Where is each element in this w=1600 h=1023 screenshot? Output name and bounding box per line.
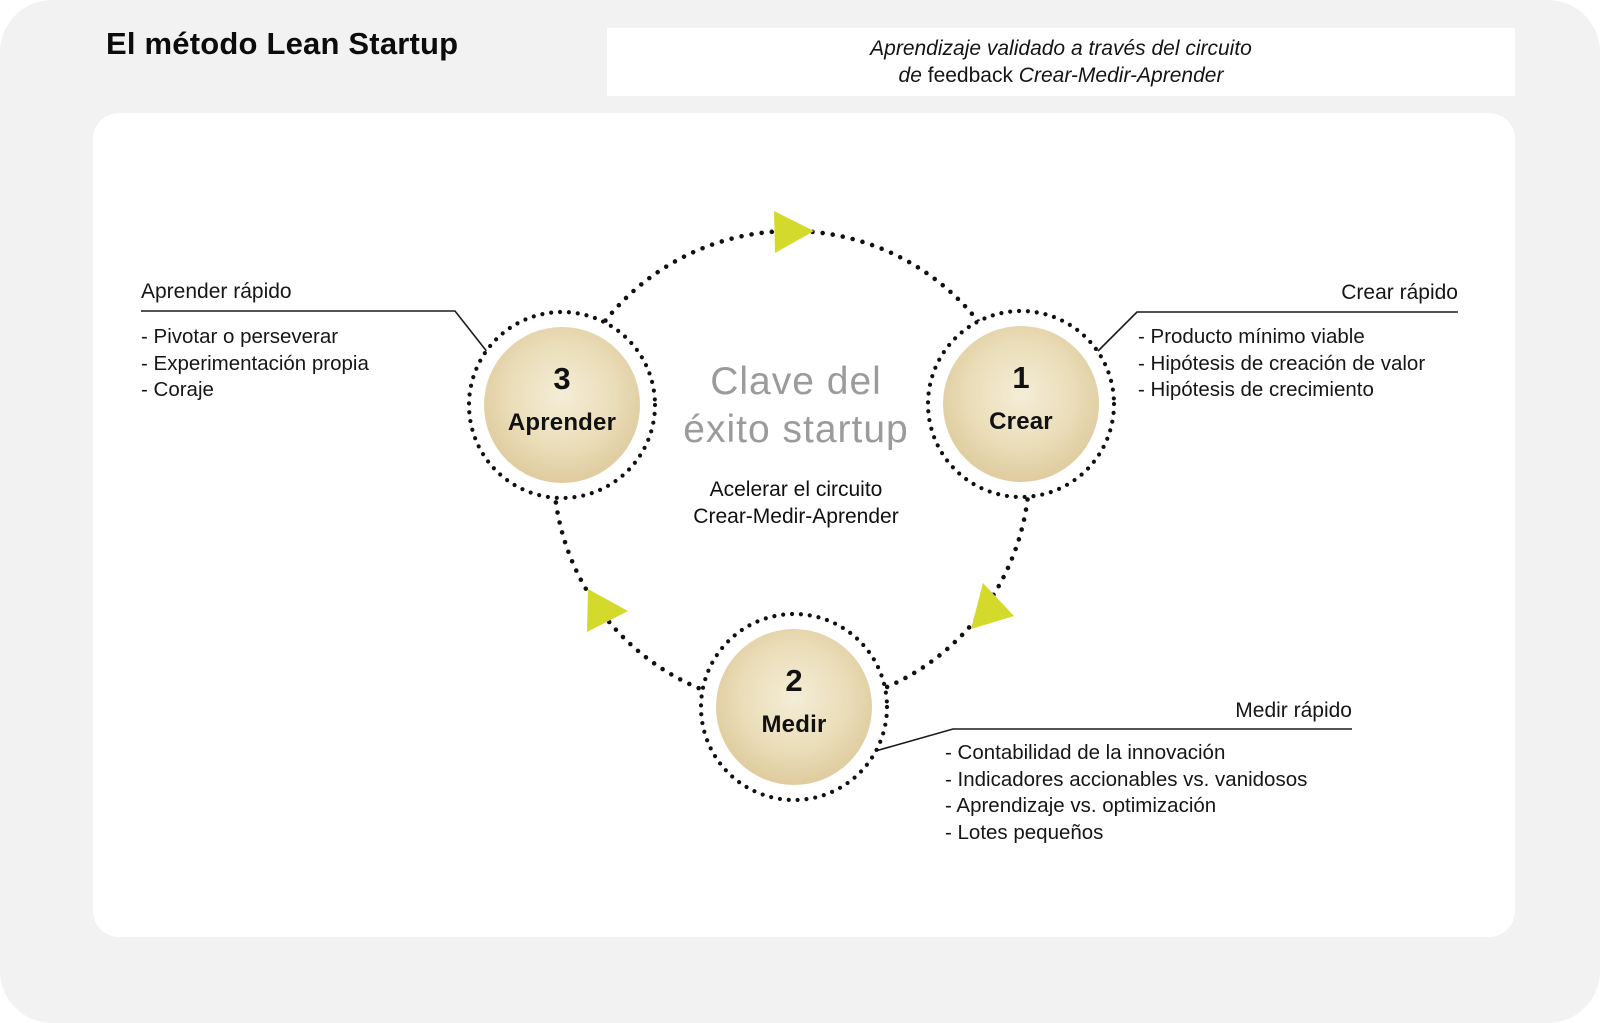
crear-callout-title: Crear rápido: [1341, 281, 1458, 304]
list-item: - Aprendizaje vs. optimización: [945, 794, 1217, 818]
feedback-word: feedback: [927, 64, 1013, 87]
list-item: - Pivotar o perseverar: [141, 325, 339, 348]
center-headline: Clave del éxito startup: [683, 360, 909, 451]
crear-number: 1: [1012, 360, 1030, 395]
node-crear-label: 1 Crear: [911, 360, 1131, 437]
aprender-name: Aprender: [507, 409, 617, 436]
medir-callout-list: - Contabilidad de la innovación - Indica…: [945, 740, 1307, 846]
crear-callout-list: - Producto mínimo viable - Hipótesis de …: [1138, 324, 1425, 404]
aprender-number: 3: [553, 361, 571, 396]
medir-callout-title: Medir rápido: [1235, 699, 1352, 722]
subtitle-line2: de feedback Crear-Medir-Aprender: [898, 64, 1224, 87]
subtitle-box: Aprendizaje validado a través del circui…: [607, 28, 1515, 96]
node-aprender-label: 3 Aprender: [452, 361, 672, 438]
list-item: - Indicadores accionables vs. vanidosos: [945, 767, 1308, 791]
list-item: - Hipótesis de creación de valor: [1138, 351, 1426, 375]
medir-number: 2: [785, 663, 803, 698]
page-title: El método Lean Startup: [106, 26, 459, 61]
aprender-callout-title: Aprender rápido: [141, 280, 292, 303]
node-medir-label: 2 Medir: [684, 663, 904, 740]
list-item: - Hipótesis de crecimiento: [1138, 378, 1374, 402]
center-subtext: Acelerar el circuito Crear-Medir-Aprende…: [693, 478, 899, 528]
medir-name: Medir: [761, 711, 827, 738]
list-item: - Experimentación propia: [141, 351, 369, 375]
aprender-callout-list: - Pivotar o perseverar - Experimentación…: [141, 324, 369, 404]
list-item: - Contabilidad de la innovación: [945, 741, 1226, 764]
list-item: - Producto mínimo viable: [1138, 325, 1365, 348]
list-item: - Lotes pequeños: [945, 820, 1104, 844]
subtitle-line1: Aprendizaje validado a través del circui…: [870, 37, 1252, 60]
crear-name: Crear: [989, 408, 1053, 435]
list-item: - Coraje: [141, 378, 214, 402]
